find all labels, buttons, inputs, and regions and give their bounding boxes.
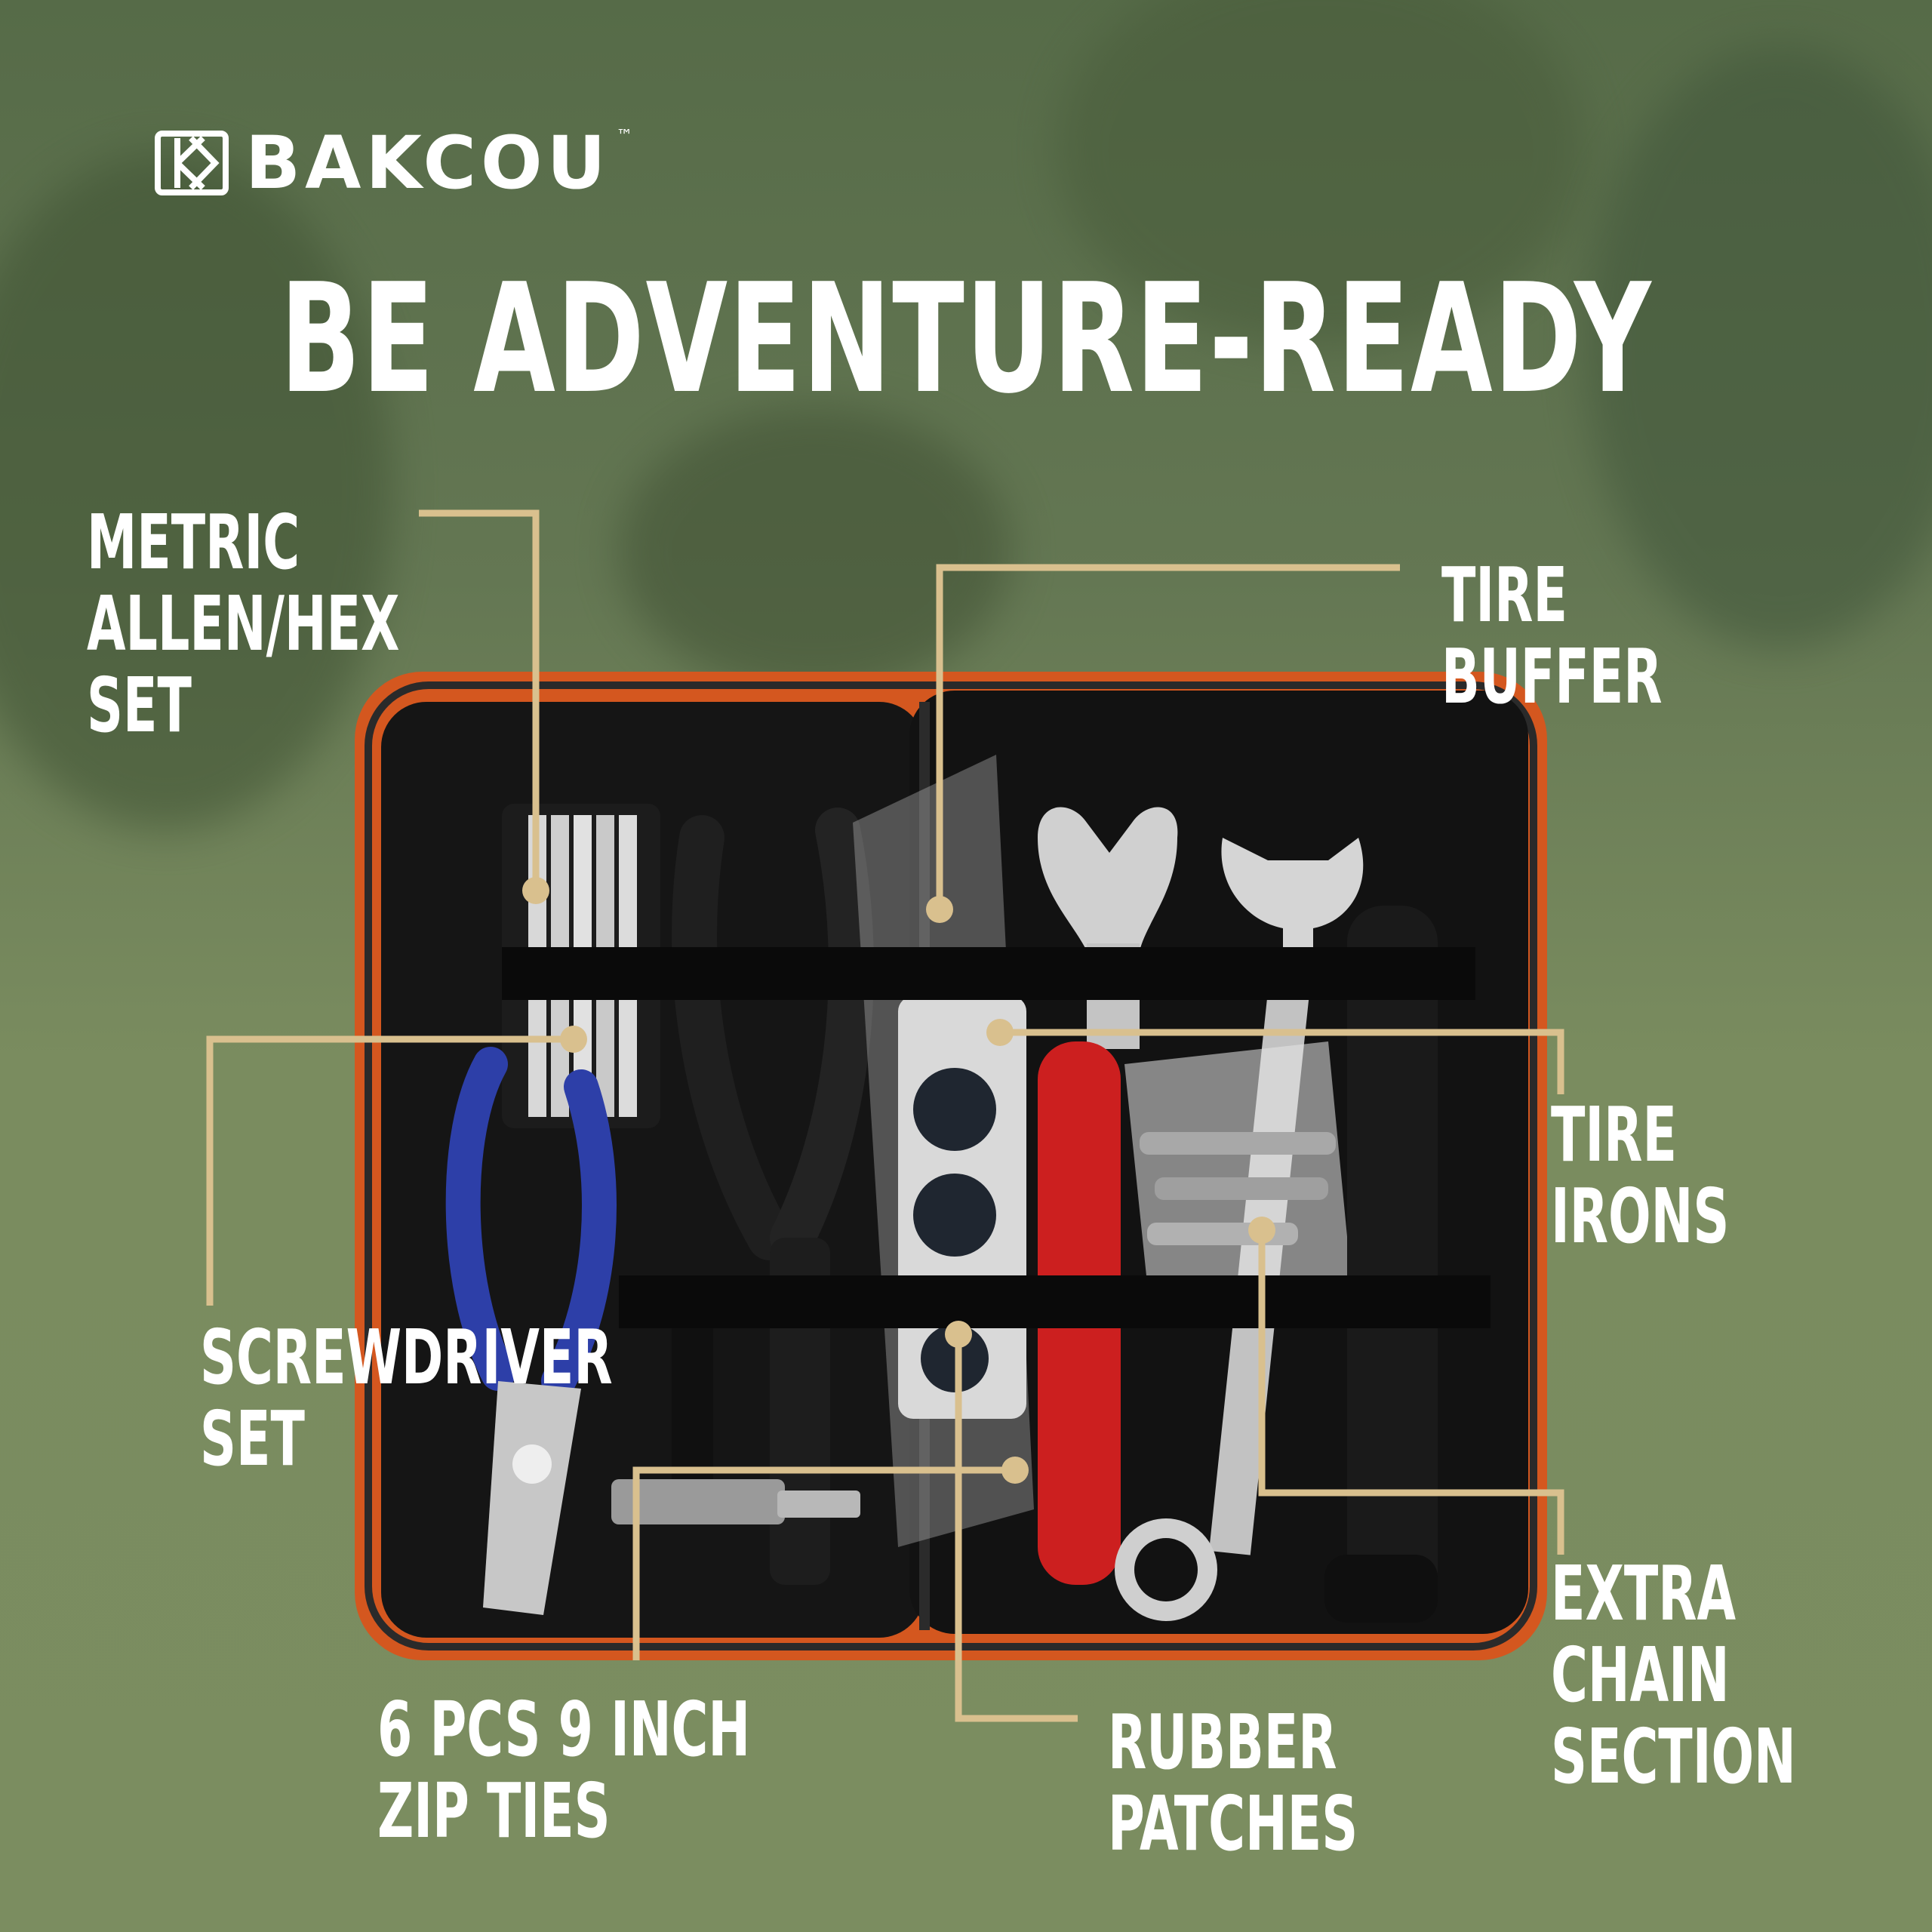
label-rubber-patches: RUBBER PATCHES bbox=[1108, 1698, 1358, 1868]
strap-upper bbox=[502, 947, 1475, 1000]
label-metric-allen-hex-set: METRIC ALLEN/HEX SET bbox=[87, 498, 400, 749]
adjustable-pliers bbox=[445, 1047, 617, 1615]
chain-breaker bbox=[611, 1283, 860, 1524]
callout-line-allen bbox=[419, 509, 540, 891]
strap-lower bbox=[619, 1275, 1491, 1328]
case-zipper bbox=[365, 681, 1537, 1651]
brand-logo-icon bbox=[155, 131, 229, 195]
label-screwdriver-set: SCREWDRIVER SET bbox=[200, 1313, 613, 1483]
brand-name: BAKCOU bbox=[245, 121, 611, 205]
callout-line-tire-irons bbox=[1000, 1029, 1564, 1094]
background-bike bbox=[1057, 0, 1585, 347]
brand-trademark: ™ bbox=[616, 127, 633, 146]
callout-line-tire-buffer bbox=[936, 564, 1400, 909]
label-extra-chain-section: EXTRA CHAIN SECTION bbox=[1551, 1549, 1796, 1801]
callout-lines bbox=[206, 509, 1564, 1722]
callout-line-rubber-patches bbox=[955, 1334, 1078, 1722]
brand-logo: BAKCOU ™ bbox=[155, 127, 633, 199]
callout-line-screwdriver bbox=[206, 1035, 574, 1306]
background-bag bbox=[619, 408, 1011, 694]
background-figure-left bbox=[0, 151, 392, 830]
headline: BE ADVENTURE-READY bbox=[279, 251, 1653, 427]
callout-line-zip-ties bbox=[632, 1466, 1015, 1660]
spare-chain-bag bbox=[1124, 1041, 1351, 1283]
mini-pump bbox=[1324, 906, 1438, 1623]
background-foliage-right bbox=[1585, 45, 1932, 649]
label-tire-buffer: TIRE BUFFER bbox=[1441, 551, 1663, 721]
callout-dots bbox=[522, 877, 1275, 1484]
label-tire-irons: TIRE IRONS bbox=[1551, 1091, 1730, 1260]
label-zip-ties: 6 PCS 9 INCH ZIP TIES bbox=[377, 1685, 751, 1855]
callout-line-extra-chain bbox=[1258, 1230, 1564, 1555]
